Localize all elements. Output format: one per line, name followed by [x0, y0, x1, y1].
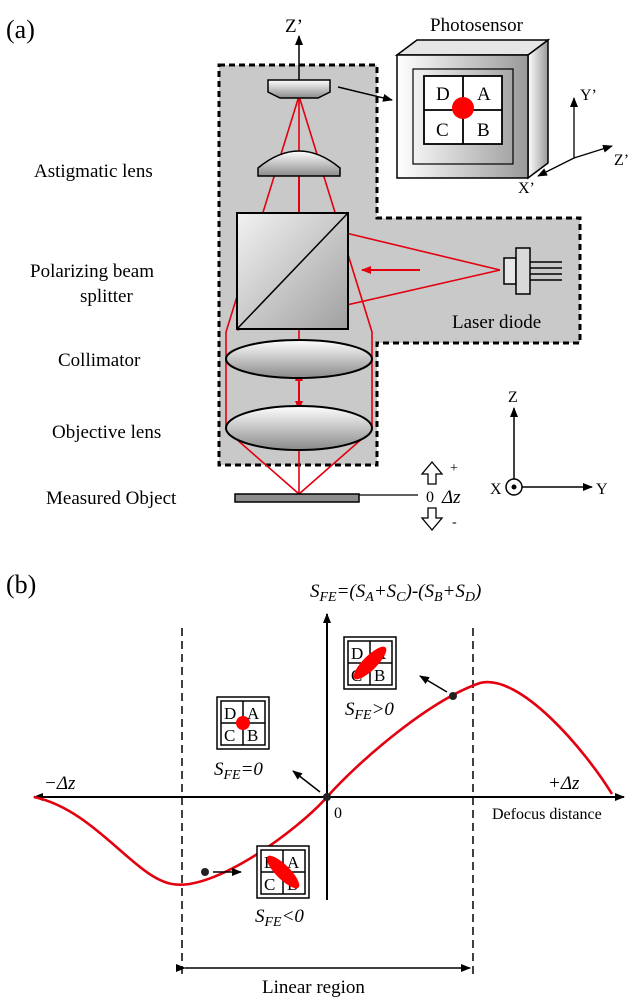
- label-objective-lens: Objective lens: [52, 422, 161, 443]
- photosensor-quadrant-d: D: [436, 84, 450, 105]
- photosensor-quadrant-b: B: [477, 120, 490, 141]
- sensor-axis-x: [537, 157, 575, 177]
- quadrant-pos-d: D: [351, 644, 363, 663]
- astigmatic-lens: [257, 150, 341, 177]
- curve-point-zero: [323, 793, 331, 801]
- linear-region-label: Linear region: [262, 977, 365, 998]
- defocus-delta-z: Δz: [441, 487, 461, 508]
- quadrant-neg-spot: [266, 855, 300, 889]
- label-astigmatic-lens: Astigmatic lens: [34, 161, 153, 182]
- pointer-pos: [419, 675, 448, 693]
- curve-point-neg: [201, 868, 209, 876]
- panel-a-label: (a): [6, 15, 35, 44]
- photosensor-pointer: [337, 86, 393, 102]
- defocus-marker: [420, 460, 444, 532]
- defocus-plus: +: [450, 461, 458, 476]
- quadrant-zero: [216, 696, 270, 750]
- sensor-axis-z-label: Z’: [614, 152, 629, 169]
- b-x-neg-label: −Δz: [44, 773, 76, 794]
- laser-diode: [503, 247, 562, 295]
- quadrant-zero-b: B: [247, 726, 258, 745]
- panel-b-label: (b): [6, 570, 36, 599]
- quadrant-zero-c: C: [224, 726, 235, 745]
- quadrant-pos-b: B: [374, 666, 385, 685]
- sensor-axis-y-label: Y’: [580, 87, 597, 104]
- label-sfe-pos: SFE>0: [345, 699, 394, 723]
- coord-label-x: X: [490, 481, 502, 498]
- quadrant-pos-spot: [353, 646, 387, 680]
- quadrant-zero-d: D: [224, 704, 236, 723]
- collimator-lens: [225, 339, 373, 379]
- quadrant-neg-c: C: [264, 875, 275, 894]
- defocus-zero: 0: [426, 489, 434, 506]
- sensor-axis-z: [573, 144, 613, 159]
- label-polarizing-beam: Polarizing beam: [30, 261, 154, 282]
- b-origin-label: 0: [334, 805, 342, 822]
- focus-error-curve: [33, 680, 614, 886]
- coord-label-y: Y: [596, 481, 608, 498]
- objective-lens: [225, 405, 373, 451]
- label-sfe-neg: SFE<0: [255, 906, 304, 930]
- photosensor-spot: [452, 97, 474, 119]
- pointer-zero: [292, 770, 321, 793]
- b-x-pos-label: +Δz: [548, 773, 580, 794]
- b-x-axis-label: Defocus distance: [492, 806, 602, 823]
- label-sfe-zero: SFE=0: [214, 759, 263, 783]
- quadrant-neg-a: A: [287, 853, 300, 872]
- sensor-element: [267, 79, 331, 99]
- photosensor-title: Photosensor: [430, 15, 524, 36]
- photosensor-quadrant-c: C: [436, 120, 449, 141]
- laser-diode-label: Laser diode: [452, 312, 541, 333]
- label-measured-object: Measured Object: [46, 488, 177, 509]
- label-collimator: Collimator: [58, 350, 141, 371]
- beam-splitter-diagonal: [236, 212, 349, 330]
- quadrant-zero-a: A: [247, 704, 260, 723]
- coord-label-z: Z: [508, 389, 518, 406]
- formula: SFE=(SA+SC)-(SB+SD): [310, 581, 481, 605]
- label-splitter: splitter: [80, 286, 133, 307]
- photosensor-quadrant-a: A: [477, 84, 491, 105]
- measured-object: [234, 493, 360, 503]
- sensor-axis-x-label: X’: [518, 180, 535, 197]
- z-prime-axis-label: Z’: [285, 16, 303, 37]
- curve-point-pos: [449, 692, 457, 700]
- coord-axis-x-dot: [511, 484, 517, 490]
- defocus-minus: -: [452, 515, 457, 530]
